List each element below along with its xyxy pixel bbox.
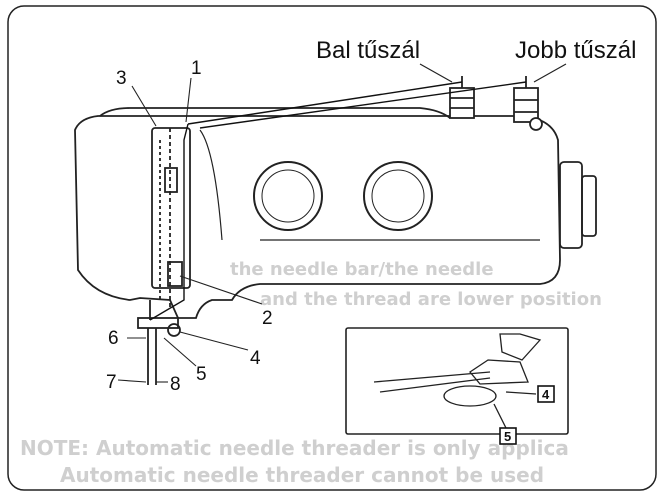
inset-detail: 4 5 <box>345 327 569 445</box>
selector-dials <box>253 161 433 231</box>
left-spool-label-bg <box>312 28 446 68</box>
faded-note-2: Automatic needle threader cannot be used <box>60 463 544 487</box>
right-spool-label: Jobb tűszál <box>515 37 636 64</box>
inset-callout-4: 4 <box>542 387 550 402</box>
callouts <box>117 77 263 383</box>
left-spool-leader <box>419 63 453 83</box>
callout-1: 1 <box>191 58 202 79</box>
callout-2: 2 <box>262 308 273 329</box>
right-spool-leader <box>533 63 567 83</box>
callout-6: 6 <box>108 328 119 349</box>
spool-left <box>449 76 475 119</box>
left-spool-label: Bal tűszál <box>316 37 420 64</box>
faded-note-1: NOTE: Automatic needle threader is only … <box>20 436 569 460</box>
callout-8: 8 <box>170 374 181 395</box>
inset-callout-5: 5 <box>504 429 511 444</box>
faded-line-1: the needle bar/the needle <box>230 259 494 280</box>
faded-background-text: the needle bar/the needle and the thread… <box>20 259 602 487</box>
thread-path <box>149 81 527 321</box>
callout-5: 5 <box>196 364 207 385</box>
faded-line-2: and the thread are lower position <box>260 289 602 310</box>
callout-4: 4 <box>250 348 261 369</box>
callout-3: 3 <box>116 68 127 89</box>
spool-right <box>513 76 543 131</box>
callout-7: 7 <box>106 372 117 393</box>
